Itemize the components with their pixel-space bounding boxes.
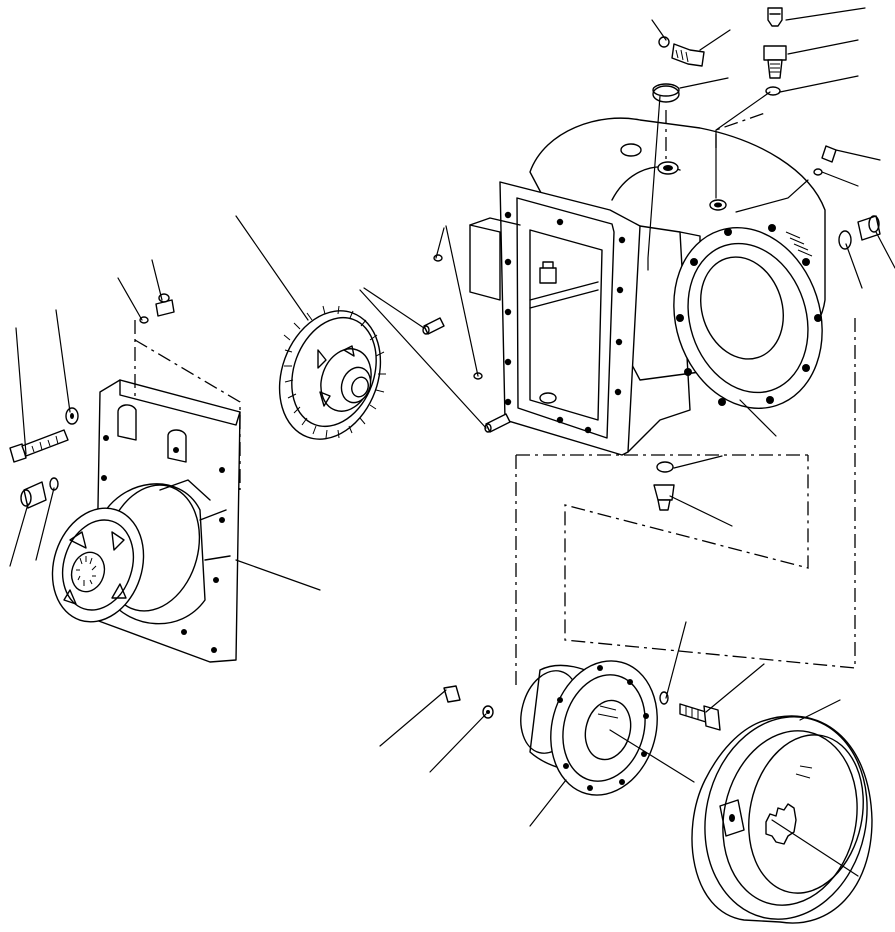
drum-spline-bore (765, 803, 797, 845)
hub-bore (584, 699, 632, 761)
side-plug (838, 215, 881, 250)
wheel-hub (520, 660, 658, 796)
cover-top-bolt (139, 293, 175, 324)
cover-stud-bolt (9, 407, 79, 463)
gear-web-holes (317, 345, 355, 407)
hub-bore-hatch (597, 705, 619, 719)
housing-top-port (620, 143, 642, 157)
housing-flange-holes (504, 211, 626, 434)
brake-disc-windows (63, 531, 127, 605)
housing-cavity (529, 229, 603, 421)
cover-slot-left (117, 404, 137, 441)
hub-flange (550, 660, 658, 796)
cover-slot-right (167, 429, 187, 463)
breather-plug (767, 7, 783, 27)
elbow-fitting (763, 45, 787, 79)
housing-bore-flange (673, 227, 823, 409)
gear-hub-bore (340, 366, 372, 404)
hub-bolt (659, 691, 721, 731)
housing-drain-boss (539, 392, 557, 404)
housing-side-body (627, 225, 691, 453)
drum-inner-rim (748, 734, 864, 894)
cover-ribs (159, 479, 231, 561)
brake-drum (691, 715, 873, 924)
drum-outer (691, 715, 873, 924)
fill-plug-bolt (658, 36, 705, 67)
cover-bolt-holes (101, 435, 225, 653)
housing-front-flange (499, 181, 641, 456)
hub-nut (443, 685, 494, 719)
gear-teeth (283, 305, 386, 439)
housing-internal-bar (529, 281, 599, 309)
drum-key-pad (719, 799, 745, 837)
housing-bore-ring (687, 242, 809, 394)
housing-left-boss-top (469, 217, 521, 226)
final-drive-housing (469, 117, 826, 456)
side-small-bolt (813, 145, 837, 176)
cover-phantom-right (134, 339, 241, 490)
brake-spline-teeth (76, 556, 97, 586)
hub-bolt-holes (557, 665, 649, 791)
housing-phantom-outline (564, 318, 856, 669)
dome-cap (652, 83, 680, 103)
housing-internal-fitting (539, 267, 557, 284)
housing-bore-hatch (785, 231, 813, 257)
housing-left-boss (469, 224, 501, 301)
bevel-ring-gear (278, 305, 386, 440)
drum-mark (795, 765, 813, 779)
cover-top-lip (119, 379, 241, 426)
leader-lines (9, 7, 895, 877)
drain-plug (653, 461, 675, 511)
brake-spline-hub (70, 551, 106, 593)
housing-flange-inner (516, 197, 615, 439)
housing-bore-inner (700, 256, 784, 360)
housing-bore-bolt-holes (676, 224, 822, 406)
side-cover (51, 379, 241, 663)
dowel-pins (422, 254, 511, 433)
